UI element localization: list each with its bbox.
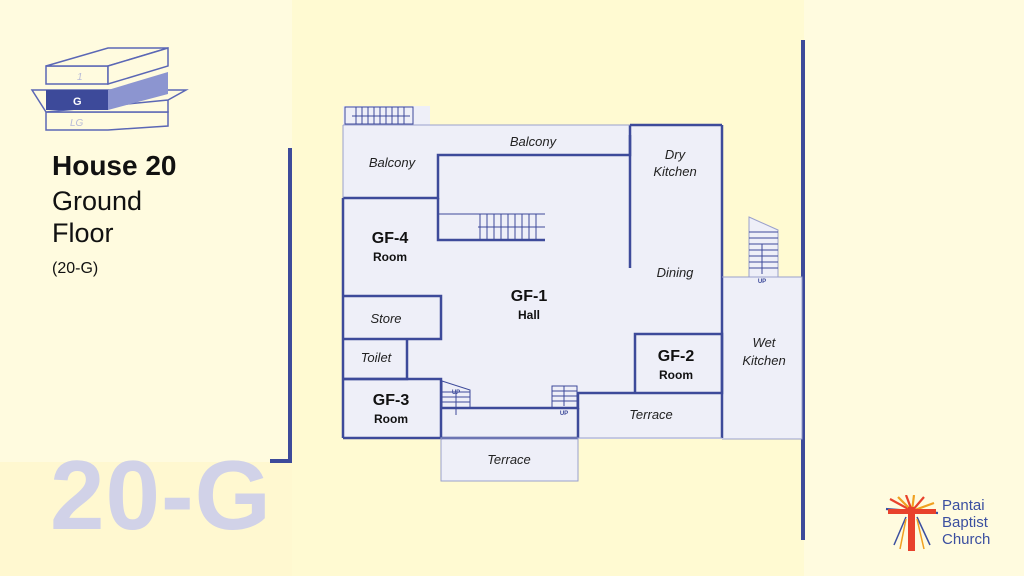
label-terrace-bottom: Terrace <box>487 452 531 467</box>
level-lower-label: LG <box>70 118 84 129</box>
label-toilet: Toilet <box>361 350 393 365</box>
stair-corridor <box>551 385 578 409</box>
stair-up-label-wet-kitchen: UP <box>758 279 766 285</box>
level-1-slab <box>45 46 169 86</box>
label-gf1-type: Hall <box>518 308 540 322</box>
label-gf2-type: Room <box>659 368 693 382</box>
right-divider <box>801 40 805 540</box>
level-g-slab <box>30 72 189 113</box>
label-terrace-right: Terrace <box>629 407 673 422</box>
left-bracket-vertical <box>288 148 292 462</box>
left-bracket-foot <box>270 459 292 463</box>
label-balcony-left: Balcony <box>369 155 417 170</box>
logo-line2: Baptist <box>942 514 988 531</box>
church-logo-text: Pantai Baptist Church <box>942 497 990 548</box>
level-current-label: G <box>73 96 82 108</box>
room-labels: Balcony Balcony Dry Kitchen Dining Store… <box>361 134 786 467</box>
big-floor-code: 20-G <box>50 440 272 550</box>
label-gf1-code: GF-1 <box>511 288 548 305</box>
stair-up-labels: UP UP UP <box>452 279 766 417</box>
house-title: House 20 <box>52 150 177 181</box>
label-gf4-code: GF-4 <box>372 230 409 247</box>
label-gf4-type: Room <box>373 250 407 264</box>
stair-wet-kitchen <box>749 231 778 274</box>
floor-code: (20-G) <box>52 260 99 277</box>
label-gf3-type: Room <box>374 412 408 426</box>
floor-title-line1: Ground <box>52 186 143 216</box>
stair-top-left <box>344 106 414 125</box>
floor-plan: Balcony Balcony Dry Kitchen Dining Store… <box>341 106 803 482</box>
floor-title-line2: Floor <box>52 218 114 248</box>
label-wet-kitchen-line1: Wet <box>753 335 777 350</box>
right-panel <box>804 0 1024 576</box>
stair-up-label-gf3: UP <box>452 390 460 396</box>
room-code-labels: GF-4 Room GF-1 Hall GF-3 Room GF-2 Room <box>372 230 695 426</box>
stair-hall <box>438 213 545 240</box>
level-stack-icon: 1 G LG <box>30 46 189 131</box>
stair-up-label-corridor: UP <box>560 411 568 417</box>
cross-icon <box>885 495 939 551</box>
label-balcony-top: Balcony <box>510 134 558 149</box>
logo-line3: Church <box>942 531 991 548</box>
label-gf3-code: GF-3 <box>373 392 410 409</box>
thin-outlines <box>342 124 803 482</box>
label-dining: Dining <box>657 265 695 280</box>
label-dry-kitchen-line1: Dry <box>665 147 687 162</box>
label-gf2-code: GF-2 <box>658 348 695 365</box>
label-dry-kitchen-line2: Kitchen <box>653 164 696 179</box>
bottom-left-panel <box>0 462 292 576</box>
level-upper-label: 1 <box>77 72 83 83</box>
label-wet-kitchen-line2: Kitchen <box>742 353 785 368</box>
logo-line1: Pantai <box>942 497 985 514</box>
label-store: Store <box>370 311 401 326</box>
stair-gf3 <box>441 380 471 415</box>
